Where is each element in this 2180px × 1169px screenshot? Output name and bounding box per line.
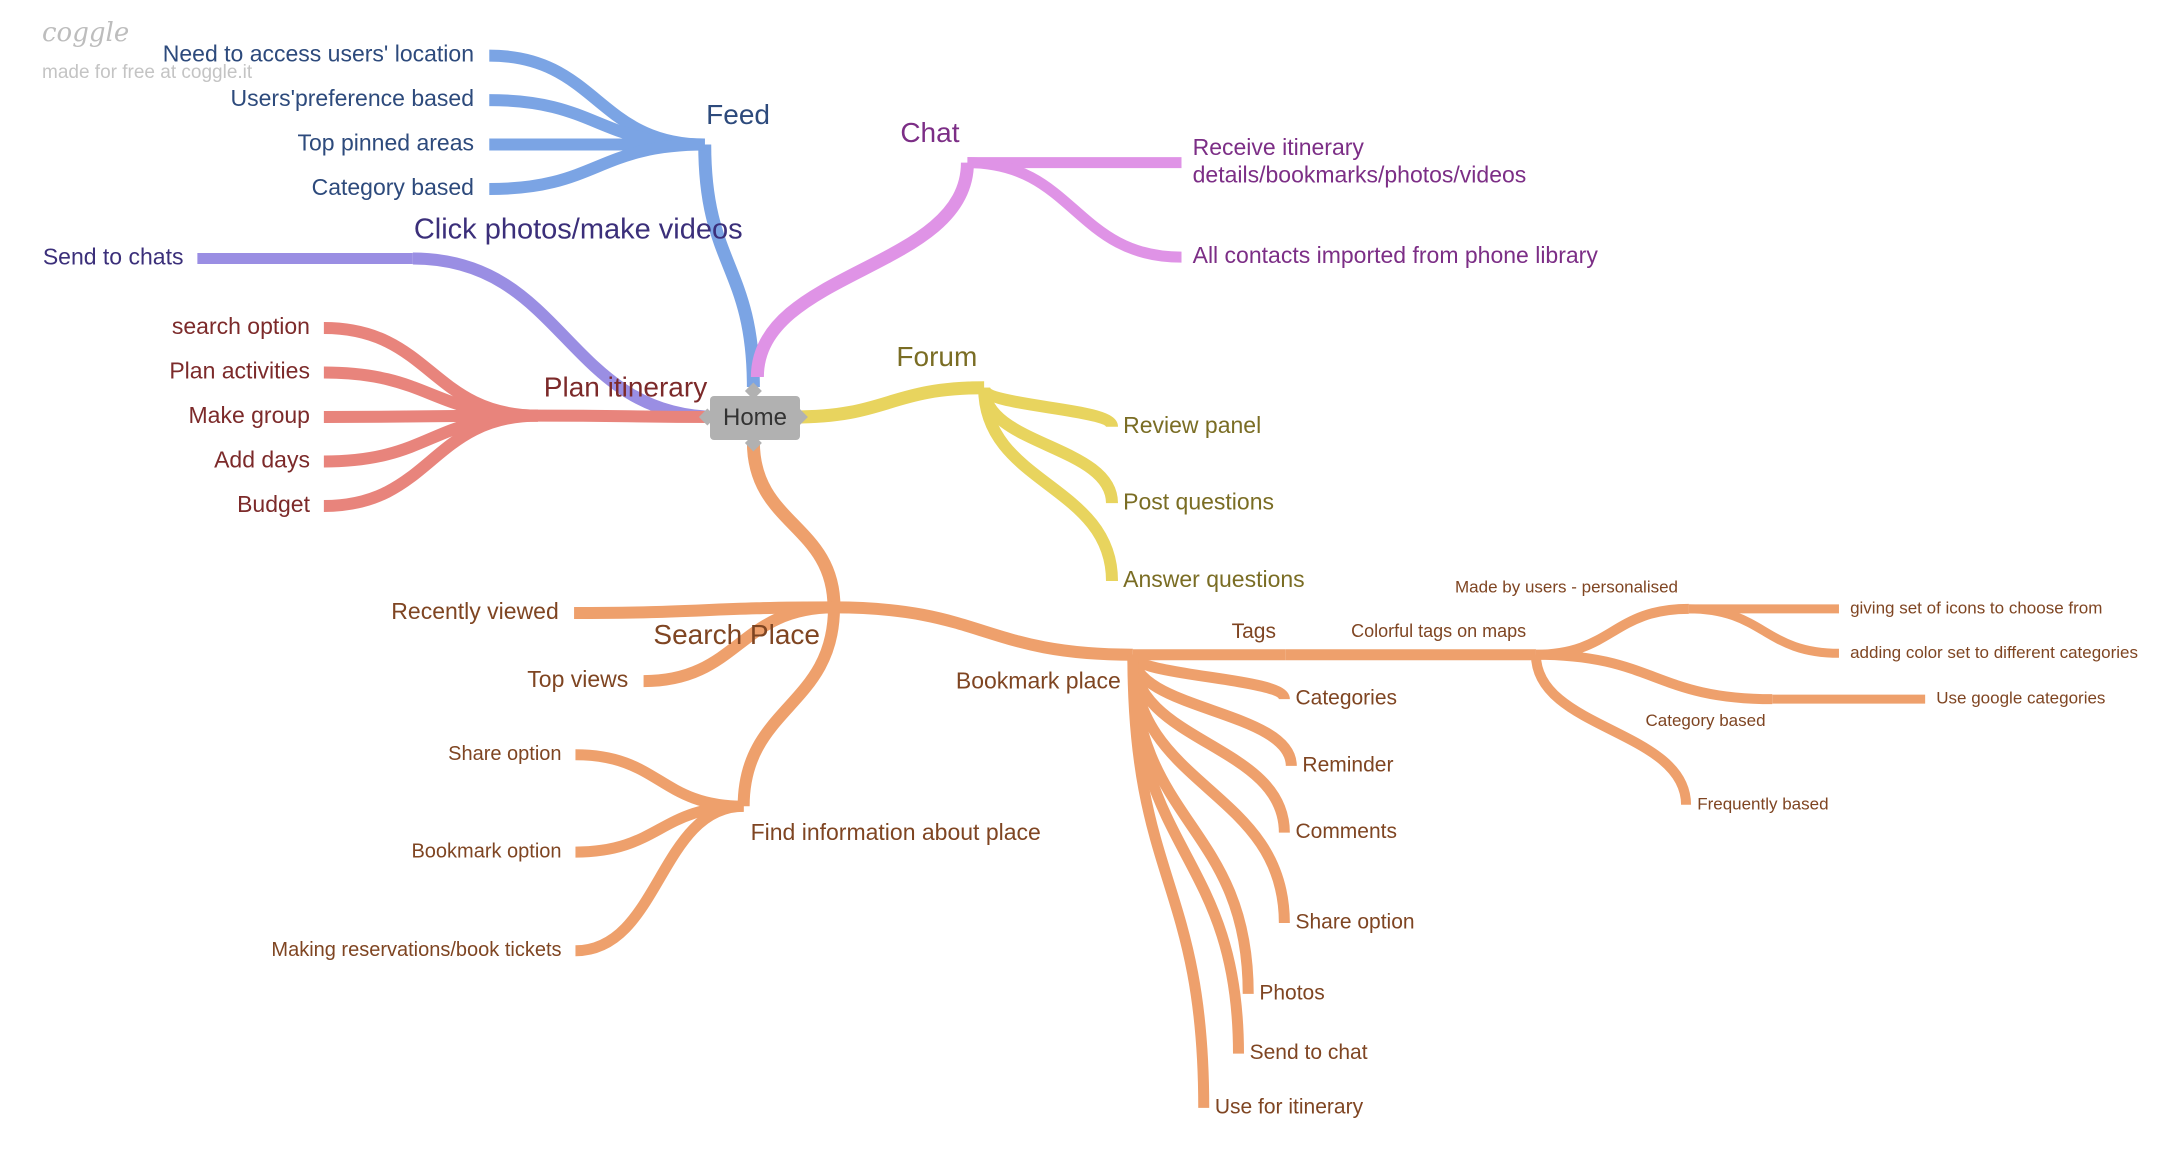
link-made-by-users-child <box>1688 604 1839 658</box>
link-home-click-photos <box>412 252 719 423</box>
watermark-text: made for free at coggle.it <box>42 62 253 83</box>
link-plan-child <box>323 409 538 512</box>
node-category-based-child[interactable]: Use google categories <box>1936 689 2105 708</box>
node-search-child[interactable]: Top views <box>527 666 628 692</box>
node-chat[interactable]: Chat <box>900 117 959 148</box>
node-forum[interactable]: Forum <box>896 341 977 372</box>
node-labels: Feed Need to access users' locationUsers'… <box>43 41 2138 1119</box>
node-search-place[interactable]: Search Place <box>653 619 820 650</box>
link-colorful-category-based <box>1535 649 1773 705</box>
link-colorful-frequently-based <box>1530 654 1692 806</box>
node-bookmark-child[interactable]: Use for itinerary <box>1215 1095 1364 1118</box>
node-colorful-tags[interactable]: Colorful tags on maps <box>1351 621 1526 641</box>
node-made-by-users[interactable]: Made by users - personalised <box>1455 577 1678 596</box>
branch-links <box>197 49 1926 1108</box>
node-feed-child[interactable]: Users'preference based <box>231 85 474 111</box>
node-forum-child[interactable]: Post questions <box>1123 488 1274 514</box>
node-plan-child[interactable]: Plan activities <box>169 358 310 384</box>
node-tags[interactable]: Tags <box>1232 620 1276 643</box>
node-chat-child[interactable]: Receive itinerary <box>1193 134 1365 160</box>
link-bookmark-child <box>1127 654 1210 1108</box>
link-home-plan <box>537 409 719 423</box>
link-search-child <box>643 601 835 688</box>
node-search-child[interactable]: Recently viewed <box>391 598 558 624</box>
node-frequently-based[interactable]: Frequently based <box>1697 794 1828 813</box>
home-connector-notch <box>744 382 762 400</box>
node-bookmark-child[interactable]: Reminder <box>1302 753 1393 776</box>
node-feed-child[interactable]: Need to access users' location <box>163 41 474 67</box>
node-plan-child[interactable]: Make group <box>189 402 310 428</box>
node-bookmark-child[interactable]: Share option <box>1295 911 1414 934</box>
node-find-info-child[interactable]: Share option <box>448 743 561 765</box>
link-home-feed <box>698 144 760 388</box>
link-home-forum <box>793 381 985 424</box>
node-made-by-users-child[interactable]: giving set of icons to choose from <box>1850 598 2102 617</box>
node-bookmark-child[interactable]: Send to chat <box>1250 1041 1368 1064</box>
node-forum-child[interactable]: Answer questions <box>1123 566 1305 592</box>
link-search-bookmark <box>833 601 1133 661</box>
node-click-photos[interactable]: Click photos/make videos <box>414 213 743 245</box>
link-colorful-made-by-users <box>1535 603 1689 660</box>
root-node-home[interactable]: Home <box>710 396 800 440</box>
link-feed-child <box>489 138 705 196</box>
node-feed-child[interactable]: Top pinned areas <box>298 130 474 156</box>
node-find-info[interactable]: Find information about place <box>751 819 1041 845</box>
link-search-find-info <box>737 607 840 807</box>
node-bookmark-place[interactable]: Bookmark place <box>956 668 1121 694</box>
node-feed-child[interactable]: Category based <box>312 174 474 200</box>
link-home-chat <box>750 162 974 378</box>
node-feed[interactable]: Feed <box>706 99 770 130</box>
node-bookmark-child[interactable]: Categories <box>1295 687 1397 710</box>
link-home-search <box>746 441 841 608</box>
node-plan-child[interactable]: search option <box>172 313 310 339</box>
node-bookmark-child[interactable]: Comments <box>1295 820 1397 843</box>
node-chat-child-line2: details/bookmarks/photos/videos <box>1193 162 1527 188</box>
node-find-info-child[interactable]: Making reservations/book tickets <box>271 939 561 961</box>
node-click-photos-child[interactable]: Send to chats <box>43 244 184 270</box>
node-chat-child[interactable]: All contacts imported from phone library <box>1193 242 1599 268</box>
link-find-info-child <box>575 800 744 957</box>
node-plan-child[interactable]: Budget <box>237 491 311 517</box>
node-category-based[interactable]: Category based <box>1646 711 1766 730</box>
link-find-info-child <box>575 749 744 812</box>
node-find-info-child[interactable]: Bookmark option <box>411 840 561 862</box>
node-bookmark-child[interactable]: Photos <box>1259 981 1324 1004</box>
node-forum-child[interactable]: Review panel <box>1123 412 1261 438</box>
node-plan-itinerary[interactable]: Plan itinerary <box>544 372 707 403</box>
coggle-logo: coggle <box>42 18 130 48</box>
link-forum-child <box>978 387 1118 582</box>
node-plan-child[interactable]: Add days <box>214 447 310 473</box>
link-chat-child <box>967 157 1182 263</box>
node-made-by-users-child[interactable]: adding color set to different categories <box>1850 643 2138 662</box>
